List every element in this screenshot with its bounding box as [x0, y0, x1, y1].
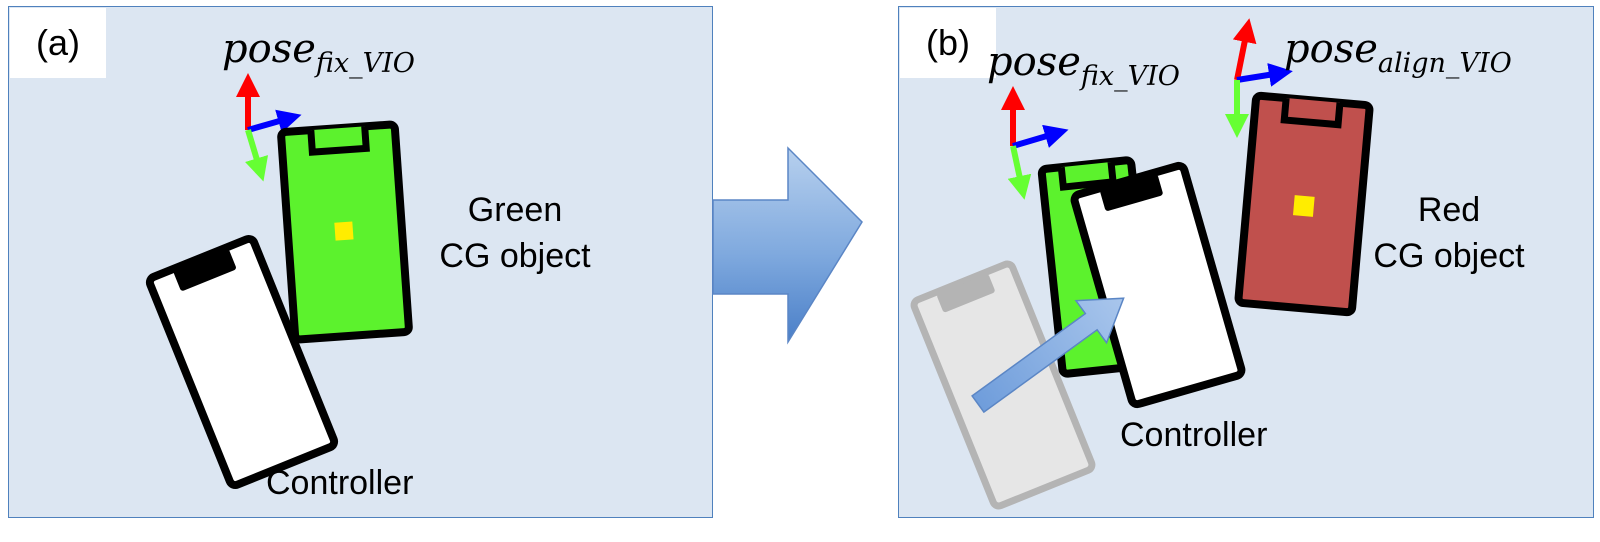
panel-b-label: (b): [900, 8, 996, 78]
pose-fix-sub-b: fix_VIO: [1080, 61, 1180, 92]
green-object-label: Green CG object: [420, 187, 610, 279]
pose-align-base-b: pose: [1284, 26, 1378, 72]
pose-fix-base-a: pose: [222, 26, 316, 72]
pose-align-label-b: posealign_VIO: [1284, 26, 1512, 79]
pose-fix-base-b: pose: [987, 39, 1081, 85]
pose-fix-label-a: posefix_VIO: [222, 26, 415, 79]
pose-align-sub-b: align_VIO: [1377, 48, 1512, 79]
panel-a-label: (a): [10, 8, 106, 78]
controller-device-a: [145, 234, 339, 490]
axes-icon-a: [236, 73, 302, 182]
pose-fix-sub-a: fix_VIO: [315, 48, 415, 79]
movement-arrow-icon: [971, 297, 1125, 414]
center-marker-a: [334, 221, 354, 241]
axes-align-icon-b: [1225, 18, 1293, 138]
center-marker-b: [1292, 195, 1315, 217]
green-object-label-line1: Green: [467, 191, 563, 229]
red-object-label-line2: CG object: [1373, 237, 1525, 275]
green-cg-object-a: [277, 120, 413, 344]
transition-arrow-icon: [712, 146, 863, 345]
controller-label-b: Controller: [1120, 416, 1268, 454]
controller-label-a: Controller: [266, 464, 414, 502]
green-object-label-line2: CG object: [439, 237, 591, 275]
pose-fix-label-b: posefix_VIO: [987, 39, 1180, 92]
axes-fix-icon-b: [1001, 86, 1069, 200]
red-cg-object-b: [1234, 91, 1374, 317]
red-object-label-line1: Red: [1417, 191, 1481, 229]
red-object-label: Red CG object: [1354, 187, 1544, 279]
